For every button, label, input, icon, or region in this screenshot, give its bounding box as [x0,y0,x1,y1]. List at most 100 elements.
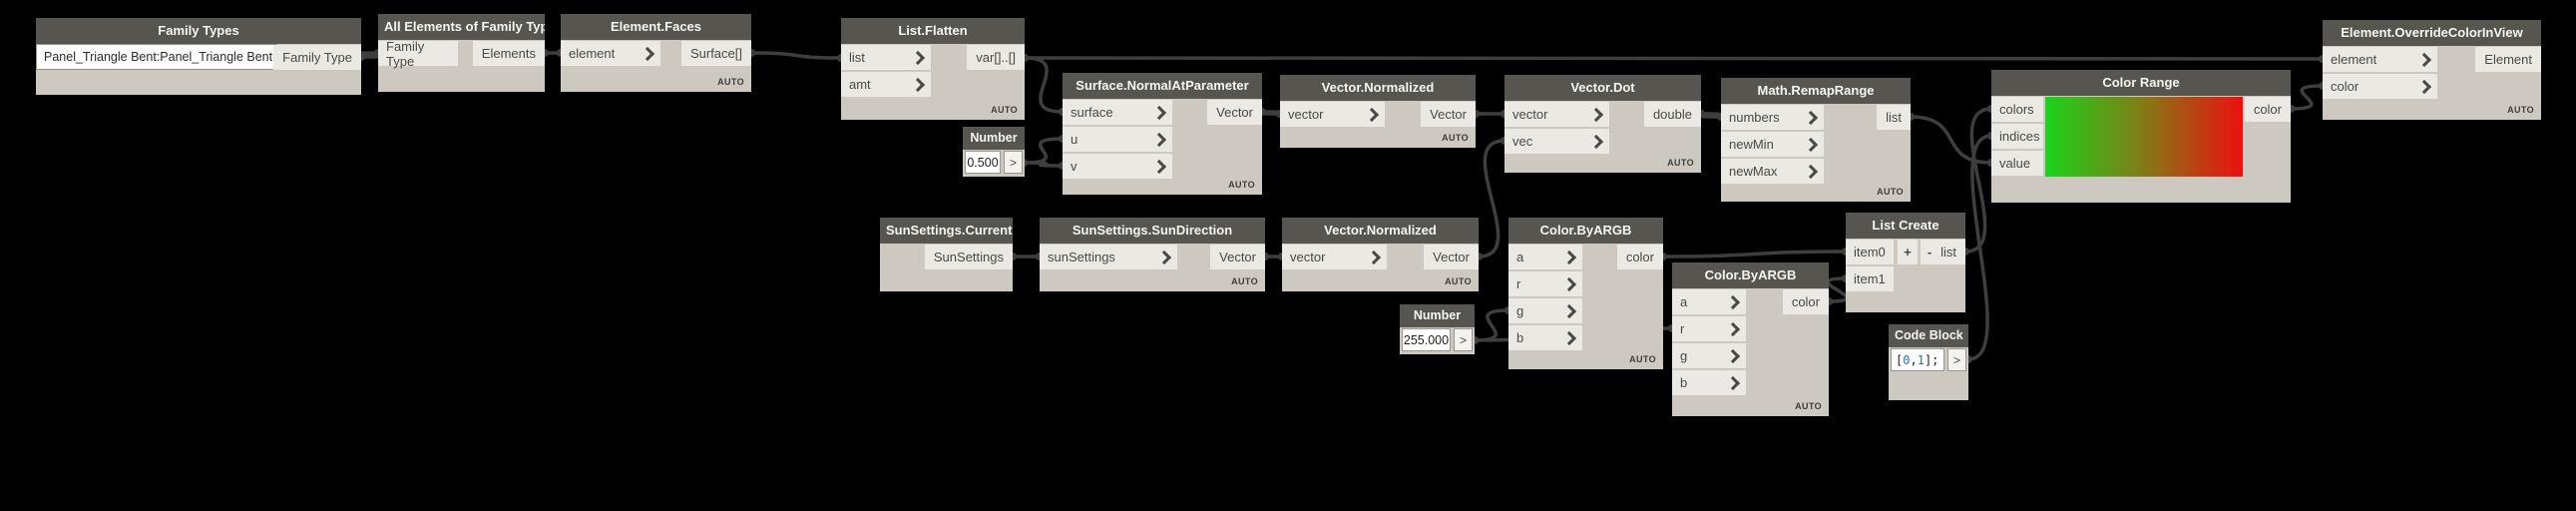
auto-lacing-badge[interactable]: AUTO [991,105,1018,115]
port-in-sunSettings[interactable]: sunSettings [1040,245,1177,269]
node-header[interactable]: Color.ByARGB [1508,218,1663,244]
node-header[interactable]: Element.OverrideColorInView [2323,20,2541,46]
port-in-vector[interactable]: vector [1504,102,1609,127]
port-in-r[interactable]: r [1508,271,1582,296]
wire[interactable] [1260,110,1282,116]
node-header[interactable]: Vector.Normalized [1282,218,1479,244]
port-in-b[interactable]: b [1508,325,1582,350]
port-in-u[interactable]: u [1063,127,1172,152]
port-out-Vector[interactable]: Vector [1210,245,1265,269]
port-in-v[interactable]: v [1063,154,1172,179]
auto-lacing-badge[interactable]: AUTO [1231,276,1258,286]
auto-lacing-badge[interactable]: AUTO [1795,401,1822,411]
port-in-item0[interactable]: item0 [1846,240,1894,264]
node-header[interactable]: Vector.Normalized [1280,75,1476,101]
node-header[interactable]: Element.Faces [561,14,751,40]
port-in-vec[interactable]: vec [1504,129,1609,154]
port-out-color[interactable]: color [1782,289,1829,314]
port-out-Family Type[interactable]: Family Type [273,45,361,70]
number-value-input[interactable]: 255.000 [1402,328,1451,351]
port-out-Surface[][interactable]: Surface[] [680,41,751,66]
node-code-block[interactable]: Code Block[0,1];> [1889,324,1968,400]
port-in-color[interactable]: color [2323,74,2437,99]
number-value-input[interactable]: 0.500 [965,151,1001,174]
wire[interactable] [1700,112,1722,119]
list-create-add-button[interactable]: + [1898,240,1918,264]
wire[interactable] [2290,84,2324,111]
port-out-Elements[interactable]: Elements [472,41,545,66]
node-header[interactable]: Code Block [1889,324,1968,347]
wire[interactable] [1023,137,1064,165]
port-in-value[interactable]: value [1991,151,2043,176]
node-header[interactable]: Surface.NormalAtParameter [1063,73,1262,99]
wire[interactable] [1024,56,1064,114]
port-in-newMax[interactable]: newMax [1721,159,1824,184]
port-in-indices[interactable]: indices [1991,124,2043,149]
auto-lacing-badge[interactable]: AUTO [1445,276,1472,286]
port-in-newMin[interactable]: newMin [1721,132,1824,157]
port-out-Vector[interactable]: Vector [1421,102,1476,127]
port-out-var[]..[][interactable]: var[]..[] [967,45,1025,70]
wire[interactable] [1024,56,2324,61]
port-in-b[interactable]: b [1672,370,1746,395]
family-type-dropdown[interactable]: Panel_Triangle Bent:Panel_Triangle Bent [36,44,277,70]
code-block-input[interactable]: [0,1]; [1891,348,1944,371]
node-header[interactable]: All Elements of Family Type [378,14,545,40]
port-in-list[interactable]: list [841,45,931,70]
node-header[interactable]: Family Types [36,18,361,44]
wire[interactable] [1967,134,1992,361]
port-in-surface[interactable]: surface [1063,100,1172,125]
port-in-g[interactable]: g [1508,298,1582,323]
node-header[interactable]: Color Range [1991,70,2291,96]
auto-lacing-badge[interactable]: AUTO [1667,158,1694,168]
port-in-vector[interactable]: vector [1280,102,1385,127]
port-in-element[interactable]: element [2323,47,2437,72]
port-out-arrow[interactable]: > [1004,151,1023,174]
port-in-a[interactable]: a [1508,245,1582,269]
port-out-color[interactable]: color [1616,245,1663,269]
wire[interactable] [1826,276,1849,303]
wire[interactable] [358,51,381,59]
auto-lacing-badge[interactable]: AUTO [1228,180,1255,190]
port-out-Vector[interactable]: Vector [1424,245,1479,269]
port-in-amt[interactable]: amt [841,72,931,97]
port-out-arrow[interactable]: > [1947,348,1966,371]
port-out-list[interactable]: list [1932,240,1965,264]
port-in-a[interactable]: a [1672,289,1746,314]
wire[interactable] [1478,139,1505,258]
port-in-g[interactable]: g [1672,343,1746,368]
port-out-Vector[interactable]: Vector [1207,100,1262,125]
auto-lacing-badge[interactable]: AUTO [2507,105,2534,115]
auto-lacing-badge[interactable]: AUTO [1442,133,1469,143]
node-header[interactable]: Color.ByARGB [1672,262,1829,288]
wire[interactable] [750,51,842,60]
port-out-double[interactable]: double [1643,102,1701,127]
port-in-vector[interactable]: vector [1282,245,1387,269]
auto-lacing-badge[interactable]: AUTO [1629,354,1656,364]
port-in-element[interactable]: element [561,41,660,66]
wire[interactable] [1662,250,1847,258]
port-in-item1[interactable]: item1 [1846,266,1894,291]
port-out-color[interactable]: color [2244,97,2291,122]
port-out-list[interactable]: list [1877,105,1911,130]
node-header[interactable]: List.Flatten [841,18,1025,44]
wire[interactable] [1474,308,1509,342]
node-header[interactable]: Number [1400,304,1475,327]
auto-lacing-badge[interactable]: AUTO [1877,187,1904,197]
port-in-numbers[interactable]: numbers [1721,105,1824,130]
